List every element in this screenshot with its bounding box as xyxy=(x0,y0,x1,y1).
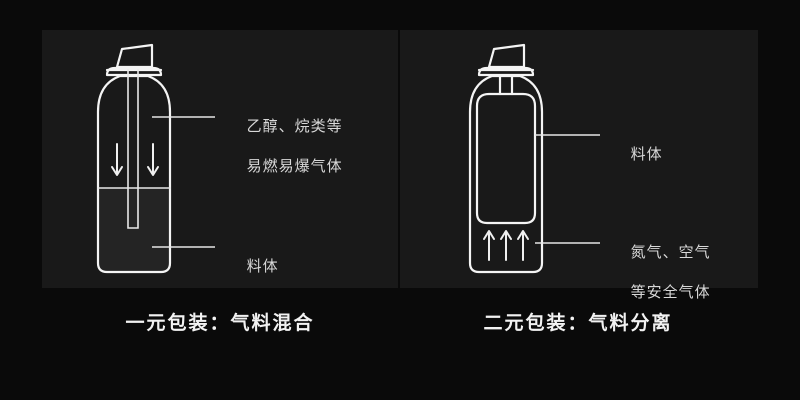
right-product-label-text: 料体 xyxy=(630,146,663,163)
right-valve-stem xyxy=(498,74,514,96)
left-valve-collar xyxy=(105,66,163,77)
right-gas-label: 氮气、空气 等安全气体 xyxy=(610,223,711,323)
right-panel-background xyxy=(400,30,758,288)
left-can-body xyxy=(96,74,172,274)
right-gas-label-line1: 氮气、空气 xyxy=(630,244,711,261)
left-arrow-down-2 xyxy=(147,143,159,176)
left-gas-label-line2: 易燃易爆气体 xyxy=(246,158,343,175)
right-arrow-up-1 xyxy=(483,230,495,261)
left-liquid-fill xyxy=(98,188,170,272)
left-caption: 一元包装：气料混合 xyxy=(125,313,315,334)
right-arrow-up-2 xyxy=(500,230,512,261)
left-nozzle-actuator xyxy=(115,43,154,69)
right-can-body xyxy=(468,74,544,274)
right-product-label: 料体 xyxy=(610,125,663,185)
left-product-label-text: 料体 xyxy=(246,258,279,275)
right-nozzle-actuator xyxy=(487,43,526,69)
left-gas-label-line1: 乙醇、烷类等 xyxy=(246,118,343,135)
left-gas-label: 乙醇、烷类等 易燃易爆气体 xyxy=(226,97,343,197)
left-product-label: 料体 xyxy=(226,237,279,297)
right-inner-bag xyxy=(475,92,537,225)
right-valve-collar xyxy=(477,66,535,77)
right-arrow-up-3 xyxy=(517,230,529,261)
left-arrow-down-1 xyxy=(111,143,123,176)
right-gas-label-line2: 等安全气体 xyxy=(630,284,711,301)
left-dip-tube xyxy=(127,69,139,229)
right-caption: 二元包装：气料分离 xyxy=(483,313,673,334)
